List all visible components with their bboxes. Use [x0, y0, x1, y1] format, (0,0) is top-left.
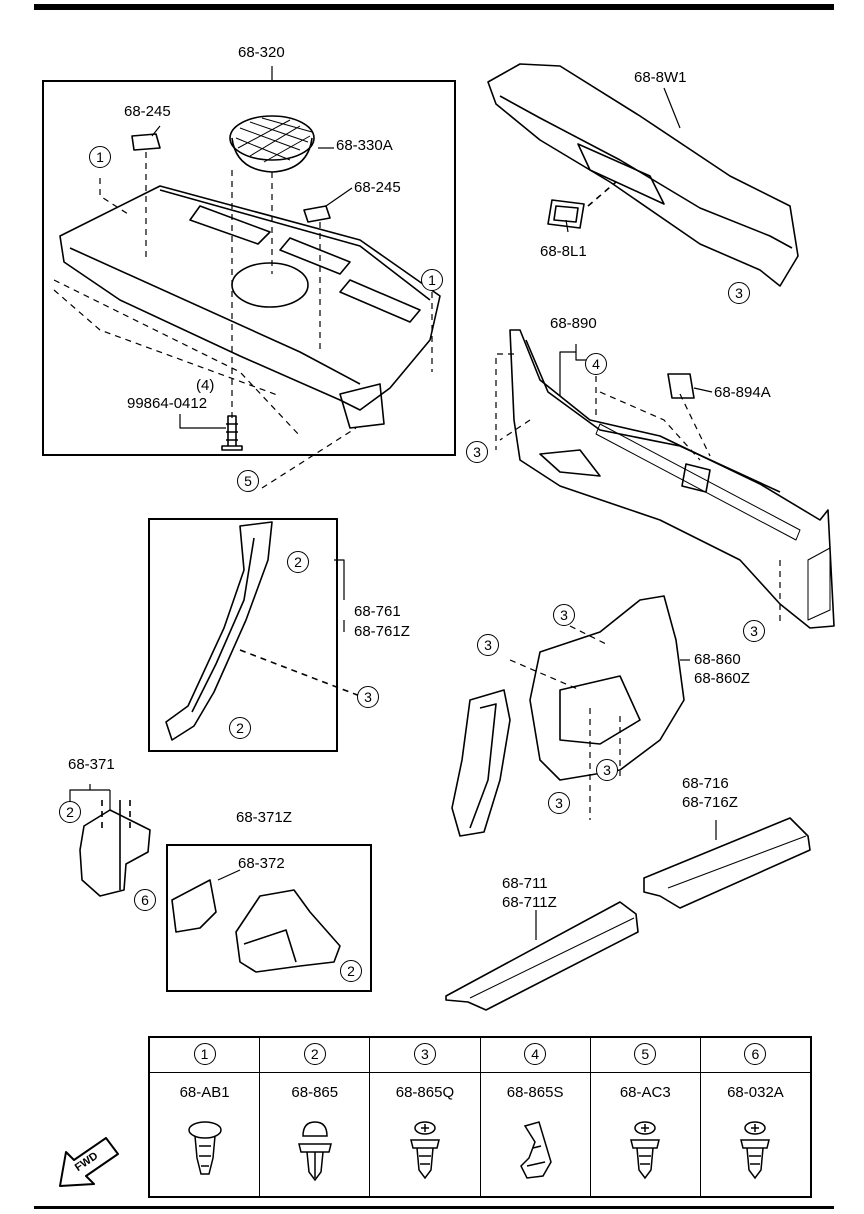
label-clip-68-245-b: 68-245 [354, 179, 401, 196]
callout-1: 1 [89, 146, 111, 168]
legend-num-4: 4 [524, 1043, 547, 1065]
quarter-trim-z-frame [166, 844, 372, 992]
label-pillar-trim-z: 68-761Z [354, 623, 410, 640]
label-trunk-lid-trim: 68-8W1 [634, 69, 687, 86]
label-quarter-trim: 68-371 [68, 756, 115, 773]
callout-3: 3 [596, 759, 618, 781]
trunk-side-trim [509, 329, 835, 629]
trunk-lid-handle [547, 199, 585, 229]
callout-3: 3 [728, 282, 750, 304]
legend-num-6: 6 [744, 1043, 767, 1065]
legend-num-1: 1 [193, 1043, 216, 1065]
quarter-trim [79, 809, 151, 897]
callout-5: 5 [237, 470, 259, 492]
label-rear-scuff: 68-716 [682, 775, 729, 792]
callout-6: 6 [134, 889, 156, 911]
label-rear-package-assy: 68-320 [238, 44, 285, 61]
legend-cell-6: 6 68-032A [700, 1038, 811, 1196]
label-trunk-side-trim: 68-890 [550, 315, 597, 332]
label-front-scuff-z: 68-711Z [502, 894, 557, 911]
label-pillar-trim: 68-761 [354, 603, 401, 620]
label-rear-scuff-z: 68-716Z [682, 794, 738, 811]
label-quarter-trim-z: 68-371Z [236, 809, 292, 826]
trunk-trim-cover [667, 373, 695, 399]
callout-2: 2 [340, 960, 362, 982]
hook-clip-icon [520, 1121, 552, 1179]
front-scuff-plate [445, 901, 639, 1011]
clip-68-245-a [131, 133, 161, 151]
fastener-legend: 1 68-AB1 2 68-865 3 68-865Q 4 68-865S 5 … [148, 1036, 812, 1198]
side-trim-strip [451, 689, 511, 837]
callout-3: 3 [548, 792, 570, 814]
label-quarter-trim-part: 68-372 [238, 855, 285, 872]
label-screw-qty: (4) [196, 377, 215, 394]
speaker-grille [229, 115, 315, 161]
screw-clip-icon [630, 1121, 661, 1180]
trunk-lid-trim [487, 63, 799, 287]
rear-side-trim [529, 595, 685, 781]
legend-part-6: 68-032A [727, 1084, 784, 1101]
bottom-rule [34, 1206, 834, 1209]
callout-4: 4 [585, 353, 607, 375]
quarter-trim-z [171, 879, 217, 933]
legend-num-3: 3 [413, 1043, 436, 1065]
label-clip-68-245-a: 68-245 [124, 103, 171, 120]
callout-3: 3 [553, 604, 575, 626]
rear-package-frame [42, 80, 456, 456]
legend-num-5: 5 [634, 1043, 657, 1065]
callout-3: 3 [743, 620, 765, 642]
rear-scuff-plate [643, 817, 811, 909]
legend-cell-5: 5 68-AC3 [590, 1038, 701, 1196]
label-front-scuff: 68-711 [502, 875, 548, 892]
legend-cell-4: 4 68-865S [480, 1038, 591, 1196]
callout-3: 3 [466, 441, 488, 463]
legend-cell-1: 1 68-AB1 [150, 1038, 261, 1196]
fwd-arrow [59, 1137, 119, 1187]
callout-1: 1 [421, 269, 443, 291]
push-rivet-icon [297, 1121, 332, 1182]
callout-2: 2 [229, 717, 251, 739]
label-trunk-trim-cover: 68-894A [714, 384, 771, 401]
legend-num-2: 2 [303, 1043, 326, 1065]
callout-3: 3 [477, 634, 499, 656]
label-trunk-lid-handle: 68-8L1 [540, 243, 587, 260]
label-speaker-grille: 68-330A [336, 137, 393, 154]
legend-part-2: 68-865 [291, 1084, 339, 1101]
screw-99864 [221, 415, 243, 451]
legend-cell-3: 3 68-865Q [370, 1038, 481, 1196]
rear-package-tray [59, 185, 441, 411]
push-clip-icon [187, 1121, 222, 1175]
top-rule [34, 4, 834, 10]
legend-part-3: 68-865Q [395, 1084, 455, 1101]
label-side-trim: 68-860 [694, 651, 741, 668]
pillar-trim-frame [148, 518, 338, 752]
callout-3: 3 [357, 686, 379, 708]
legend-part-4: 68-865S [506, 1084, 564, 1101]
legend-cell-2: 2 68-865 [260, 1038, 371, 1196]
legend-part-1: 68-AB1 [179, 1084, 230, 1101]
legend-part-5: 68-AC3 [619, 1084, 671, 1101]
clip-68-245-b [303, 205, 331, 223]
screw-clip-icon [409, 1121, 440, 1180]
label-screw: 99864-0412 [127, 395, 208, 412]
screw-clip-icon [740, 1121, 771, 1180]
pillar-trim [165, 521, 273, 741]
label-side-trim-z: 68-860Z [694, 670, 750, 687]
callout-2: 2 [287, 551, 309, 573]
callout-2: 2 [59, 801, 81, 823]
